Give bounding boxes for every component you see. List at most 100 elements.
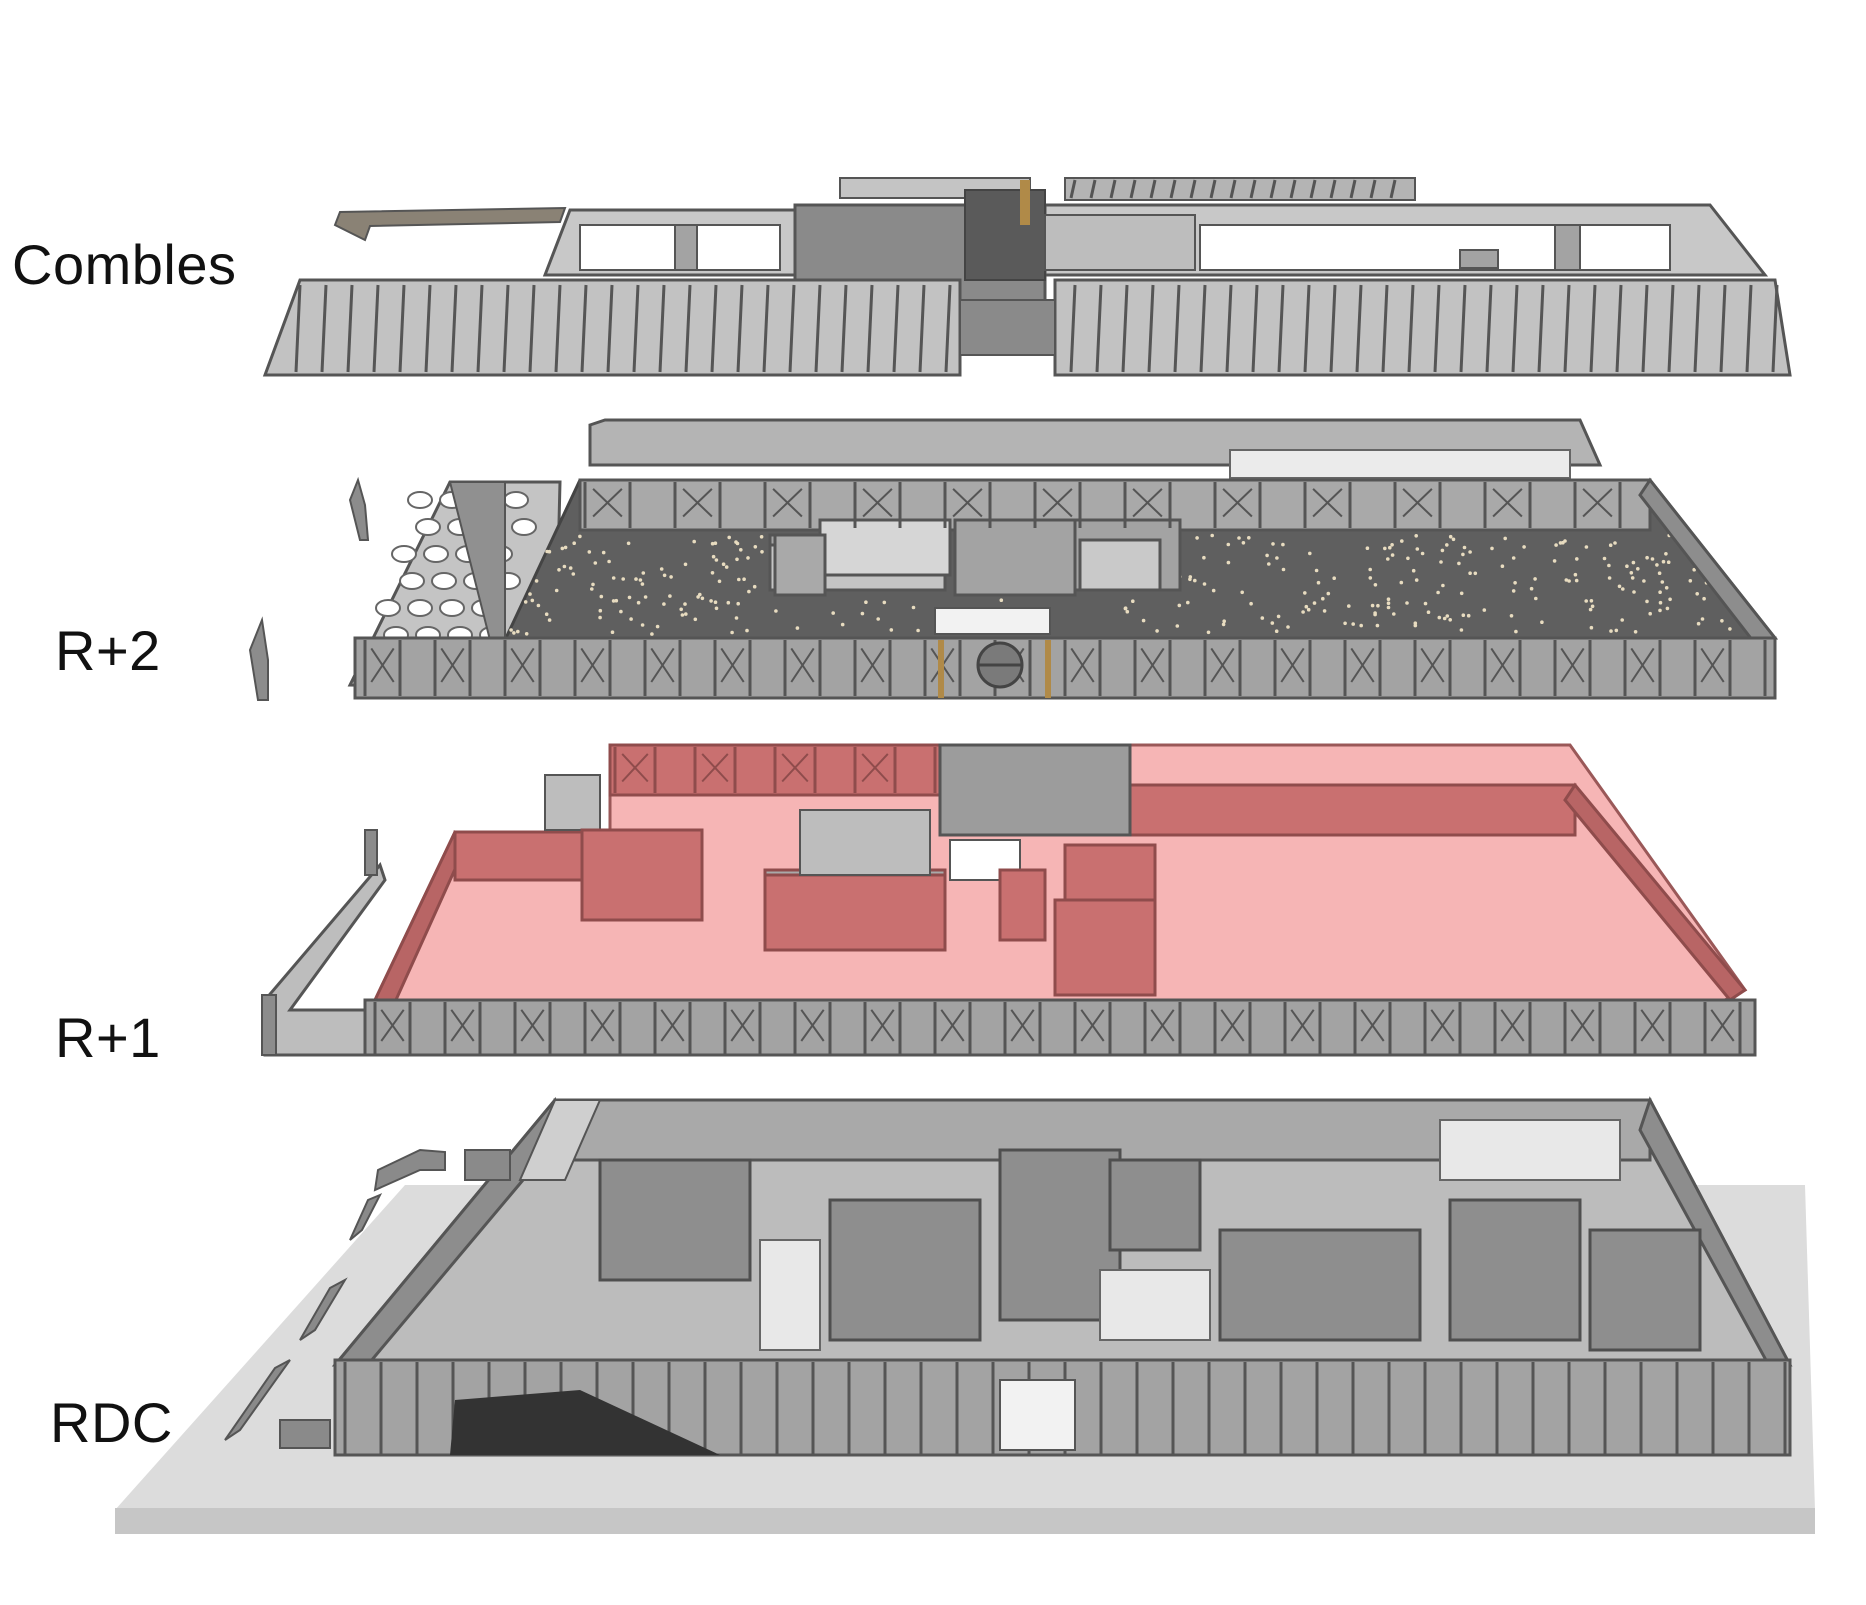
floor-speck bbox=[516, 629, 520, 634]
roof-rib bbox=[1069, 179, 1077, 199]
floor-speck bbox=[611, 576, 616, 580]
floor-speck bbox=[730, 630, 734, 635]
lattice-cell bbox=[415, 518, 441, 536]
r1-core-gray bbox=[938, 743, 1132, 837]
floor-speck bbox=[1270, 621, 1275, 625]
rdc-room-6 bbox=[1588, 1228, 1702, 1352]
floor-speck bbox=[641, 571, 646, 575]
roof-rib bbox=[1251, 284, 1259, 373]
window-cross bbox=[870, 1009, 895, 1042]
floor-speck bbox=[1511, 556, 1516, 560]
roof-rib bbox=[1641, 284, 1649, 373]
floor-speck bbox=[601, 550, 606, 555]
floor-speck bbox=[1373, 612, 1377, 617]
floor-speck bbox=[1249, 601, 1253, 606]
combles-roof-ribs bbox=[294, 284, 1779, 373]
lattice-cell bbox=[423, 545, 449, 563]
lattice-cell bbox=[511, 518, 537, 536]
floor-speck bbox=[1308, 551, 1312, 556]
roof-rib bbox=[1537, 284, 1545, 373]
floor-speck bbox=[1589, 625, 1594, 630]
window-cross bbox=[1582, 488, 1613, 518]
rdc-block-2 bbox=[464, 1149, 511, 1181]
floor-speck bbox=[557, 568, 561, 572]
lattice-cell bbox=[399, 572, 425, 590]
floor-speck bbox=[1451, 537, 1456, 542]
r1-core-inner bbox=[799, 809, 931, 876]
floor-speck bbox=[745, 628, 749, 633]
floor-speck bbox=[1462, 545, 1467, 550]
r1-balcony-post-1 bbox=[364, 829, 378, 876]
floor-speck bbox=[587, 550, 592, 554]
floor-speck bbox=[1564, 578, 1569, 582]
floor-speck bbox=[1304, 604, 1309, 609]
floor-speck bbox=[696, 595, 700, 599]
window-cross bbox=[1420, 647, 1445, 683]
floor-speck bbox=[1370, 603, 1375, 608]
floor-speck bbox=[1658, 608, 1662, 613]
floor-speck bbox=[598, 615, 602, 620]
floor-speck bbox=[523, 600, 528, 604]
window-cross bbox=[592, 488, 623, 518]
rdc-open-area-2 bbox=[1099, 1269, 1211, 1341]
floor-speck bbox=[1664, 552, 1668, 556]
floor-speck bbox=[1186, 600, 1190, 605]
floor-speck bbox=[692, 539, 696, 544]
roof-rib bbox=[840, 284, 848, 373]
floor-speck bbox=[1260, 616, 1265, 620]
window-cross bbox=[1080, 1009, 1105, 1042]
floor-speck bbox=[643, 595, 648, 599]
floor-speck bbox=[831, 611, 835, 615]
r1-facade-mullions bbox=[373, 1002, 1742, 1054]
floor-speck bbox=[1316, 580, 1321, 585]
combles-wood-accent bbox=[1020, 180, 1030, 225]
floor-speck bbox=[717, 579, 722, 584]
window-cross bbox=[1042, 488, 1073, 518]
r1-room-g bbox=[998, 868, 1047, 942]
floor-speck bbox=[1625, 564, 1629, 568]
floor-speck bbox=[1590, 604, 1595, 609]
floor-speck bbox=[1222, 619, 1226, 623]
floor-speck bbox=[734, 616, 739, 620]
floor-speck bbox=[1533, 577, 1537, 581]
floor-speck bbox=[1607, 563, 1611, 568]
combles-central-gap bbox=[959, 299, 1056, 356]
combles-chimney-2 bbox=[1554, 224, 1581, 271]
floor-speck bbox=[1376, 603, 1380, 608]
floor-speck bbox=[1567, 579, 1571, 583]
floor-speck bbox=[1661, 559, 1666, 564]
roof-rib bbox=[1329, 179, 1337, 199]
floor-speck bbox=[876, 617, 880, 621]
floor-speck bbox=[1650, 557, 1655, 561]
floor-speck bbox=[726, 600, 731, 605]
window-cross bbox=[860, 647, 885, 683]
floor-speck bbox=[1274, 629, 1279, 633]
roof-rib bbox=[1209, 179, 1217, 199]
combles-stair-core-dark bbox=[964, 189, 1046, 281]
roof-rib bbox=[1389, 179, 1397, 199]
r2-fragment-1 bbox=[348, 476, 370, 541]
floor-speck bbox=[693, 617, 698, 622]
roof-rib bbox=[1355, 284, 1363, 373]
floor-speck bbox=[1702, 596, 1706, 601]
floor-speck bbox=[571, 572, 576, 576]
floor-speck bbox=[1301, 610, 1305, 614]
floor-speck bbox=[599, 594, 604, 599]
floor-speck bbox=[724, 565, 729, 569]
floor-speck bbox=[860, 611, 865, 616]
floor-speck bbox=[1275, 556, 1279, 560]
floor-speck bbox=[636, 600, 641, 605]
roof-rib bbox=[892, 284, 900, 373]
roof-rib bbox=[1667, 284, 1675, 373]
window-cross bbox=[660, 1009, 685, 1042]
window-cross bbox=[510, 647, 535, 683]
floor-speck bbox=[727, 535, 731, 540]
floor-speck bbox=[742, 577, 746, 581]
roof-rib bbox=[1303, 284, 1311, 373]
floor-speck bbox=[1666, 560, 1671, 564]
r2-skylight bbox=[1229, 449, 1571, 479]
r2-entrance-canopy bbox=[934, 607, 1051, 635]
roof-rib bbox=[1269, 179, 1277, 199]
roof-rib bbox=[1199, 284, 1207, 373]
floor-speck bbox=[721, 562, 726, 566]
